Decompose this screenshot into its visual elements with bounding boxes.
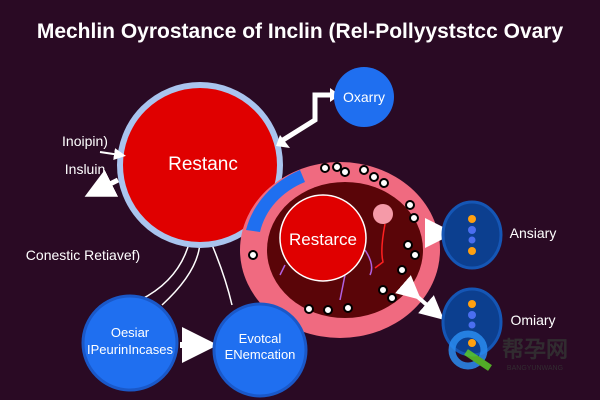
bottom-left-line1: Oesiar [111, 325, 150, 340]
bottom-left-node: Oesiar IPeurinIncases [81, 294, 179, 392]
ovary-label: Oxarry [343, 89, 385, 105]
right-bottom-label: Omiary [510, 312, 555, 328]
cell-center-label: Restarce [289, 230, 357, 249]
bottom-right-line1: Evotcal [239, 331, 282, 346]
blue-arc [246, 170, 305, 232]
arrow-right-icon [99, 148, 126, 161]
elbow-arrow-icon [281, 92, 330, 143]
connector-lines [139, 239, 233, 306]
watermark-subtext: BANGYUNWANG [507, 365, 563, 372]
follicle-icon [373, 204, 393, 224]
bottom-right-node: Evotcal ENemcation [212, 302, 308, 398]
right-top-label: Ansiary [510, 225, 557, 241]
ovary-cell: Restarce [240, 162, 440, 338]
watermark-text: 帮孕网 [502, 337, 568, 362]
double-arrow-icon [395, 275, 445, 320]
bottom-right-line2: ENemcation [225, 347, 296, 362]
label-left-top: Inoipin) [62, 133, 108, 149]
bottom-left-line2: IPeurinIncases [87, 342, 173, 357]
resistance-label: Restanc [168, 154, 238, 175]
watermark-logo: 帮孕网 BANGYUNWANG [448, 330, 568, 372]
label-left-mid: Insluin [65, 161, 105, 177]
label-left-bottom: Conestic Retiavef) [26, 247, 140, 263]
arrowheads [276, 88, 340, 148]
right-top-node [441, 200, 503, 270]
ovary-node: Oxarry [334, 67, 394, 127]
arrow-left-icon [84, 169, 120, 197]
cell-dots [248, 162, 420, 315]
resistance-circle: Restanc [117, 82, 283, 248]
diagram-title: Mechlin Oyrostance of Inclin (Rel-Pollyy… [37, 20, 564, 43]
